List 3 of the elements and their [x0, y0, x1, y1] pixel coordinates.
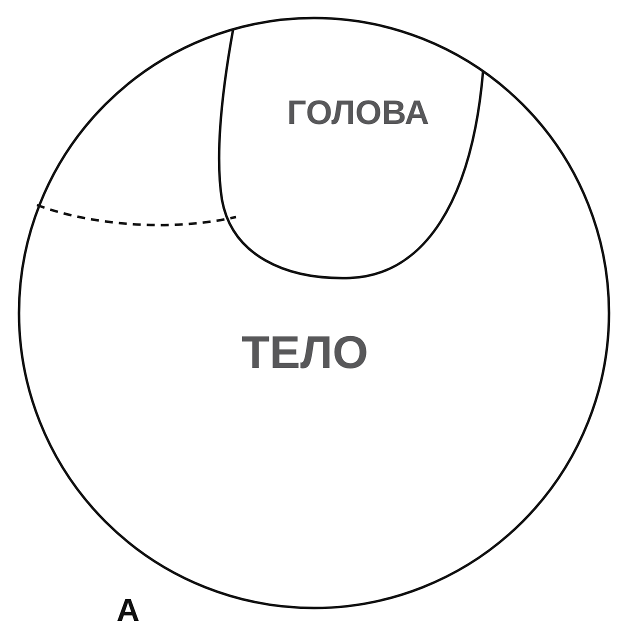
piece-label: ТЕЛО	[242, 329, 368, 375]
pattern-letter: А	[116, 594, 140, 626]
piece-label: ГОЛОВА	[287, 96, 430, 130]
